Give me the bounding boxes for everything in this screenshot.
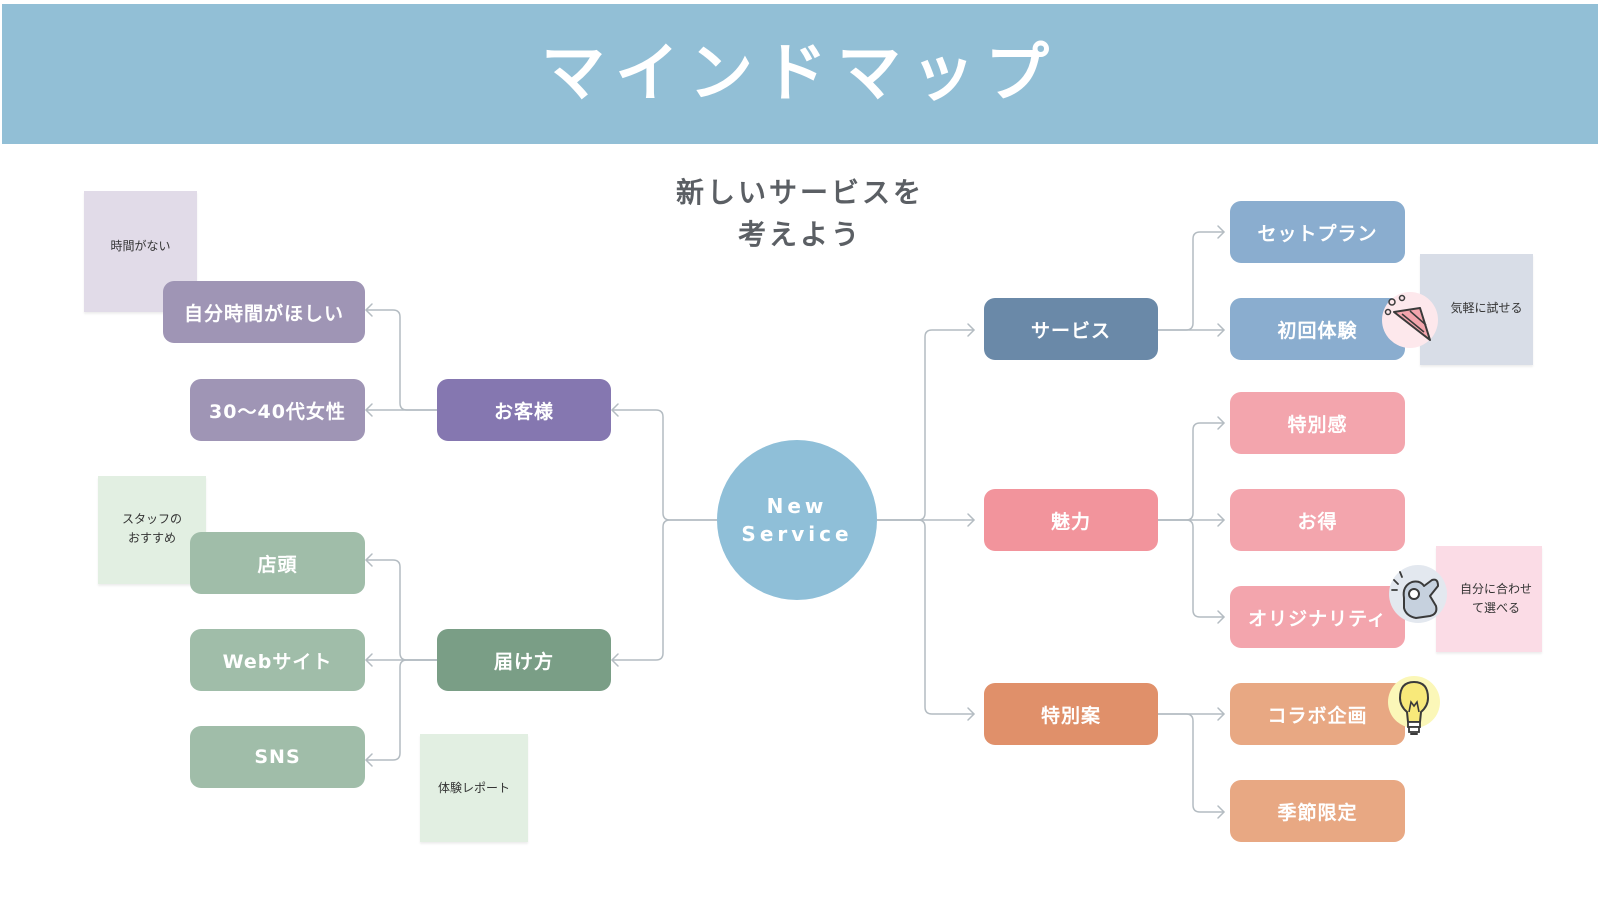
note-text: 体験レポート <box>437 780 510 795</box>
node-service[interactable]: サービス <box>984 298 1158 360</box>
connector-center-delivery <box>612 519 717 661</box>
central-topic-line-1: New <box>766 494 828 518</box>
light-bulb-icon <box>1388 676 1440 735</box>
note-text: 気軽に試せる <box>1450 301 1523 315</box>
node-website[interactable]: Webサイト <box>190 629 365 691</box>
connector-center-special <box>877 519 974 715</box>
node-special-plan[interactable]: 特別案 <box>984 683 1158 745</box>
arrowhead <box>1217 323 1226 337</box>
connector-appeal-special-feel <box>1154 422 1224 521</box>
node-delivery[interactable]: 届け方 <box>437 629 611 691</box>
node-set-plan[interactable]: セットプラン <box>1230 201 1405 263</box>
node-women-30-40[interactable]: 30〜40代女性 <box>190 379 365 441</box>
sticky-note-report: 体験レポート <box>420 734 528 842</box>
connector-center-customer <box>612 409 717 521</box>
node-customer[interactable]: お客様 <box>437 379 611 441</box>
party-popper-icon <box>1382 292 1438 348</box>
arrowhead <box>1217 805 1226 819</box>
arrowhead <box>1217 513 1226 527</box>
note-text-line-1: スタッフの <box>121 512 182 526</box>
connector-delivery-sns <box>366 659 437 761</box>
arrowhead <box>1217 225 1226 239</box>
node-sns[interactable]: SNS <box>190 726 365 788</box>
arrowhead <box>1217 707 1226 721</box>
subtitle-line-1: 新しいサービスを <box>675 176 924 209</box>
connector-special-seasonal <box>1154 713 1224 813</box>
arrowhead <box>364 553 373 567</box>
note-text-line-2: おすすめ <box>127 531 176 545</box>
note-text: 時間がない <box>110 239 171 253</box>
arrowhead <box>364 303 373 317</box>
arrowhead <box>364 653 373 667</box>
connector-customer-self-time <box>366 309 437 411</box>
arrowhead <box>1217 416 1226 430</box>
arrowhead <box>1217 610 1226 624</box>
central-topic[interactable]: New Service <box>717 440 877 600</box>
note-text-line-1: 自分に合わせ <box>1459 582 1532 596</box>
arrowhead <box>364 753 373 767</box>
sticky-note-staff: スタッフの おすすめ <box>98 476 206 584</box>
arrowhead <box>610 653 619 667</box>
ok-hand-icon <box>1389 565 1447 623</box>
connector-appeal-originality <box>1154 519 1224 618</box>
node-good-value[interactable]: お得 <box>1230 489 1405 551</box>
arrowhead <box>364 403 373 417</box>
node-first-trial[interactable]: 初回体験 <box>1230 298 1405 360</box>
node-seasonal[interactable]: 季節限定 <box>1230 780 1405 842</box>
arrowhead <box>967 513 976 527</box>
arrowhead <box>967 707 976 721</box>
central-topic-line-2: Service <box>741 522 853 546</box>
title-banner: マインドマップ <box>2 4 1598 144</box>
subtitle: 新しいサービスを 考えよう <box>640 172 960 256</box>
connector-delivery-store <box>366 559 437 661</box>
subtitle-line-2: 考えよう <box>737 218 862 251</box>
node-self-time[interactable]: 自分時間がほしい <box>163 281 365 343</box>
sticky-note-choose: 自分に合わせ て選べる <box>1436 546 1542 652</box>
sticky-note-easy-try: 気軽に試せる <box>1420 254 1533 365</box>
connector-center-service <box>877 329 974 521</box>
page-title: マインドマップ <box>541 37 1059 111</box>
arrowhead <box>967 323 976 337</box>
note-text-line-2: て選べる <box>1471 601 1520 615</box>
node-collab[interactable]: コラボ企画 <box>1230 683 1405 745</box>
connector-service-set-plan <box>1154 231 1224 331</box>
node-originality[interactable]: オリジナリティ <box>1230 586 1405 648</box>
node-store[interactable]: 店頭 <box>190 532 365 594</box>
arrowhead <box>610 403 619 417</box>
sticky-note-no-time: 時間がない <box>84 191 197 312</box>
node-special-feel[interactable]: 特別感 <box>1230 392 1405 454</box>
node-appeal[interactable]: 魅力 <box>984 489 1158 551</box>
